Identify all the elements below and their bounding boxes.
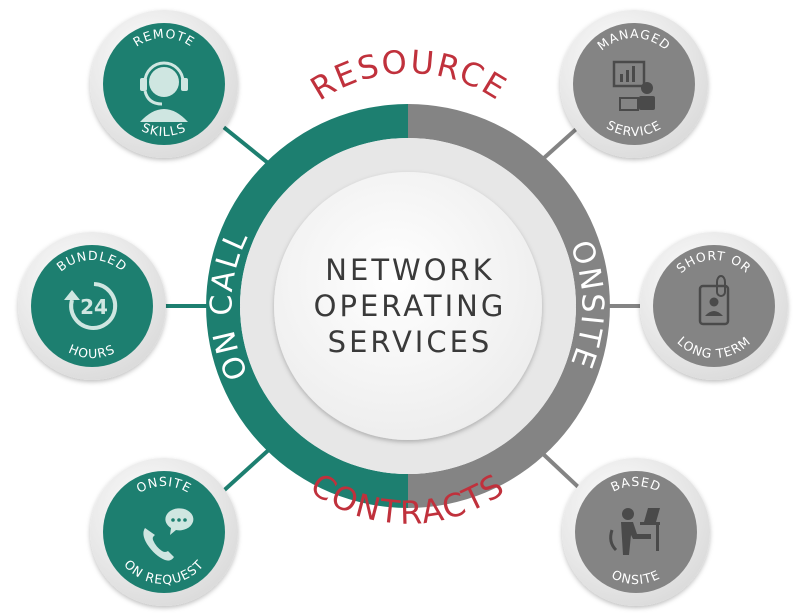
node-based-onsite: BASED ONSITE bbox=[562, 458, 710, 606]
node-bottom-label: ONSITE bbox=[610, 567, 663, 587]
center-line-3: SERVICES bbox=[328, 325, 493, 359]
phone-chat-icon bbox=[143, 508, 194, 561]
24-hours-icon-text: 24 bbox=[80, 295, 108, 319]
arc-label-resource: RESOURCE bbox=[304, 43, 514, 108]
24-hours-icon: 24 bbox=[64, 282, 118, 330]
ring-right-half bbox=[408, 104, 610, 508]
node-short-or-long-term: SHORT OR LONG TERM bbox=[640, 232, 788, 380]
node-onsite-on-request: ONSITE ON REQUEST bbox=[90, 458, 238, 606]
node-top-label: REMOTE bbox=[130, 26, 197, 50]
center-circle bbox=[274, 172, 542, 440]
node-top-label: ONSITE bbox=[134, 474, 195, 496]
node-remote-skills: REMOTE SKILLS bbox=[90, 10, 238, 158]
center-line-1: NETWORK bbox=[325, 253, 494, 287]
id-badge-icon bbox=[698, 275, 730, 326]
node-bottom-label: SKILLS bbox=[140, 120, 188, 140]
node-face bbox=[573, 23, 695, 145]
ring-left-half bbox=[206, 104, 408, 508]
node-managed-service: MANAGED SERVICE bbox=[560, 10, 708, 158]
node-bundled-hours: BUNDLED HOURS 24 bbox=[18, 232, 166, 380]
desk-worker-icon bbox=[609, 508, 660, 555]
center-title: NETWORK OPERATING SERVICES bbox=[314, 253, 507, 359]
node-face bbox=[103, 471, 225, 593]
headset-icon bbox=[140, 61, 188, 122]
node-bottom-label: HOURS bbox=[67, 341, 118, 361]
presenter-icon bbox=[612, 60, 655, 111]
center-line-2: OPERATING bbox=[314, 289, 507, 323]
main-ring bbox=[206, 104, 610, 508]
node-top-label: BASED bbox=[608, 474, 663, 495]
node-face bbox=[31, 245, 153, 367]
node-bottom-label: SERVICE bbox=[604, 117, 664, 139]
